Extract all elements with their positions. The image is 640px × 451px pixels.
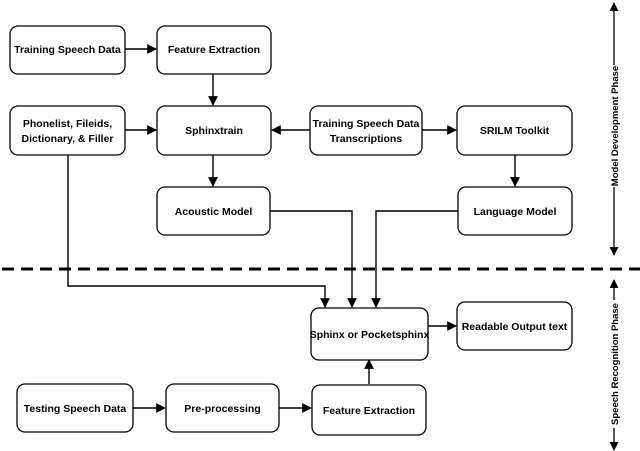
node-label: Sphinx or Pocketsphinx	[310, 329, 430, 341]
node-label: Feature Extraction	[323, 405, 415, 417]
node-label: Acoustic Model	[175, 206, 253, 218]
node-label-line2: Transcriptions	[330, 133, 403, 145]
node-sphinx-or-pocketsphinx: Sphinx or Pocketsphinx	[310, 307, 430, 361]
phase-label-backdrop	[606, 65, 622, 187]
speech-recognition-phase-label: Speech Recognition Phase	[610, 303, 621, 425]
node-label: Sphinxtrain	[185, 125, 243, 137]
speech-recognition-phase-axis: Speech Recognition Phase	[606, 279, 622, 451]
node-pre-processing: Pre-processing	[165, 383, 280, 433]
node-label-line2: Dictionary, & Filler	[22, 133, 114, 145]
model-development-phase-label: Model Development Phase	[610, 66, 621, 186]
node-label-line1: Training Speech Data	[313, 118, 420, 130]
node-acoustic-model: Acoustic Model	[156, 186, 271, 236]
node-sphinxtrain: Sphinxtrain	[156, 105, 272, 156]
node-testing-speech-data: Testing Speech Data	[16, 383, 134, 433]
node-label: Feature Extraction	[168, 44, 260, 56]
node-label: Testing Speech Data	[24, 403, 127, 415]
node-label: Training Speech Data	[14, 44, 121, 56]
edge-phonelist-to-sphinx	[67, 155, 330, 308]
phase-label-backdrop	[606, 300, 622, 428]
node-feature-extraction-testing: Feature Extraction	[311, 384, 427, 436]
node-label-line1: Phonelist, Fileids,	[23, 118, 112, 130]
edge-acoustic-model-to-sphinx	[270, 210, 357, 308]
edge-language-model-to-sphinx	[371, 210, 458, 308]
node-srilm-toolkit: SRILM Toolkit	[456, 105, 573, 156]
node-label: SRILM Toolkit	[480, 125, 550, 137]
node-feature-extraction-training: Feature Extraction	[156, 25, 272, 75]
node-readable-output-text: Readable Output text	[456, 301, 573, 351]
edges	[67, 44, 520, 413]
node-label: Language Model	[474, 206, 557, 218]
node-label: Pre-processing	[184, 403, 260, 415]
node-label: Readable Output text	[462, 321, 568, 333]
node-language-model: Language Model	[457, 186, 573, 236]
model-development-phase-axis: Model Development Phase	[606, 2, 622, 256]
node-training-speech-data: Training Speech Data	[9, 25, 126, 75]
node-training-speech-data-transcriptions: Training Speech Data Transcriptions	[309, 105, 423, 156]
node-phonelist-fileids-dictionary-filler: Phonelist, Fileids, Dictionary, & Filler	[9, 105, 126, 156]
